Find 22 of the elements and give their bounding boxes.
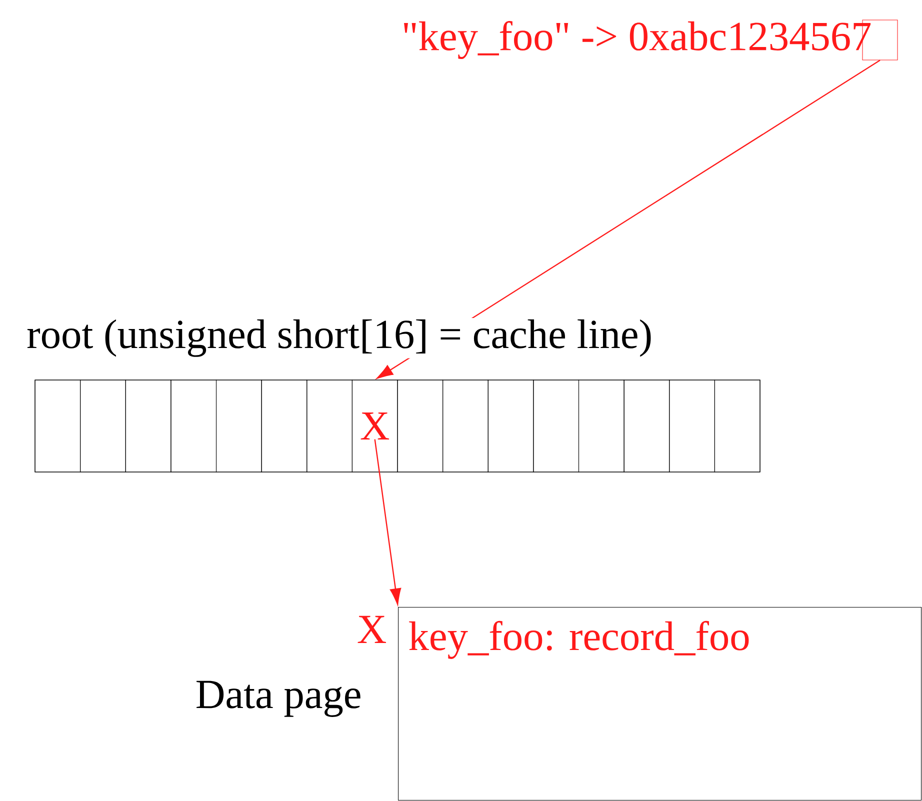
data-page-box: key_foo: record_foo bbox=[398, 607, 922, 801]
array-cell bbox=[170, 380, 217, 472]
array-cell bbox=[624, 380, 670, 472]
array-cell bbox=[80, 380, 126, 472]
array-cell bbox=[125, 380, 172, 472]
array-cell bbox=[488, 380, 534, 472]
array-cell bbox=[34, 380, 81, 472]
array-cell bbox=[669, 380, 715, 472]
hash-mapping-text: "key_foo" -> 0xabc1234567 bbox=[404, 21, 871, 60]
pointer-marker: X bbox=[358, 616, 386, 643]
array-cell bbox=[578, 380, 624, 472]
array-heading: root (unsigned short[16] = cache line) bbox=[25, 318, 654, 358]
data-page-label: Data page bbox=[196, 680, 360, 717]
array-cell bbox=[714, 380, 760, 472]
array-cell bbox=[397, 380, 444, 472]
array-cell: X bbox=[352, 380, 398, 472]
arrow bbox=[374, 439, 402, 605]
array-cell bbox=[533, 380, 580, 472]
array-cell bbox=[306, 380, 352, 472]
array-cell bbox=[261, 380, 308, 472]
array-cell bbox=[216, 380, 262, 472]
array-cell bbox=[442, 380, 488, 472]
